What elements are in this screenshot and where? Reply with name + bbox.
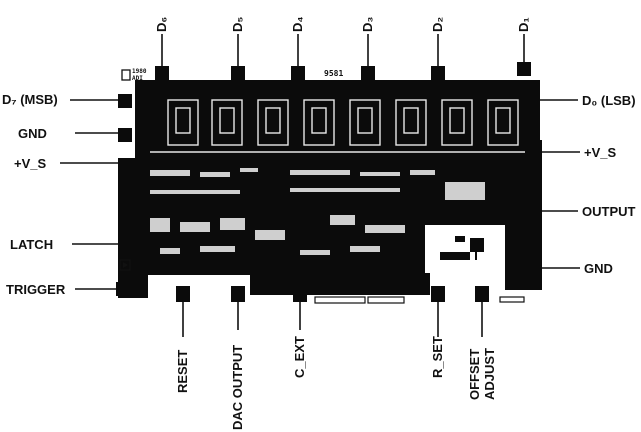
label-cext: C_EXT xyxy=(292,336,307,378)
pad-offset xyxy=(475,286,489,302)
leader-lines xyxy=(60,34,580,337)
label-d1: D₁ xyxy=(516,17,531,32)
pad-d3 xyxy=(361,66,375,80)
label-gnd-left: GND xyxy=(18,126,47,141)
pad-dac-output xyxy=(231,286,245,302)
label-dac-output: DAC OUTPUT xyxy=(230,344,245,430)
pad-d4 xyxy=(291,66,305,80)
pad-vs-right xyxy=(525,142,540,162)
logo-vendor-marking: ADI xyxy=(132,75,143,82)
label-rset: R_SET xyxy=(430,336,445,378)
label-d3: D₃ xyxy=(360,16,375,32)
logo-box xyxy=(121,69,131,81)
label-latch: LATCH xyxy=(10,237,54,252)
label-vs-right: +V_S xyxy=(584,145,617,160)
pad-trigger xyxy=(116,282,134,296)
capacitor-strips xyxy=(314,296,525,304)
pad-d5 xyxy=(231,66,245,80)
pad-rset xyxy=(431,286,445,302)
bond-pads xyxy=(116,62,540,302)
pad-d0 xyxy=(524,94,538,108)
part-number-marking: 9581 xyxy=(324,69,344,78)
label-d0-lsb: D₀ (LSB) xyxy=(582,93,636,108)
dac-ladder-cells xyxy=(150,99,528,153)
pad-gnd-right xyxy=(525,258,540,278)
pad-d2 xyxy=(431,66,445,80)
label-d6: D₆ xyxy=(154,16,169,32)
label-trigger: TRIGGER xyxy=(6,282,66,297)
pad-d1 xyxy=(517,62,531,76)
label-vs-left: +V_S xyxy=(14,156,47,171)
pad-latch xyxy=(118,238,132,252)
pad-cext xyxy=(293,286,307,302)
pad-gnd-left xyxy=(118,128,132,142)
pin1-marker-icon xyxy=(119,259,131,271)
label-d2: D₂ xyxy=(430,16,445,32)
label-adjust: ADJUST xyxy=(482,347,497,400)
pad-d7 xyxy=(118,94,132,108)
pad-d6 xyxy=(155,66,169,80)
label-d4: D₄ xyxy=(290,16,305,32)
label-output: OUTPUT xyxy=(582,204,636,219)
output-stage xyxy=(425,225,505,273)
logic-circuitry xyxy=(150,168,485,255)
logic-circuitry-detail xyxy=(175,198,338,212)
label-gnd-right: GND xyxy=(584,261,613,276)
pad-output xyxy=(525,200,540,220)
label-d5: D₅ xyxy=(230,16,245,32)
label-offset: OFFSET xyxy=(467,348,482,400)
pad-reset xyxy=(176,286,190,302)
logo-year-marking: 1980 xyxy=(132,68,147,75)
label-reset: RESET xyxy=(175,349,190,393)
label-d7-msb: D₇ (MSB) xyxy=(2,92,58,107)
